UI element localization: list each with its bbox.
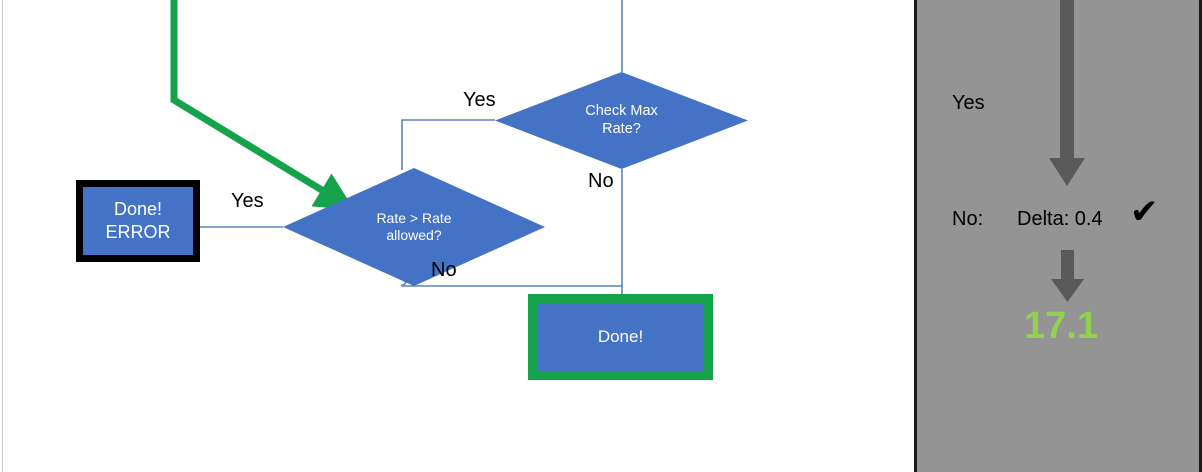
panel-branch-label-no: No: — [952, 208, 984, 230]
highlight-path-arrow — [170, 0, 355, 210]
connector-check-max-yes — [401, 119, 495, 170]
panel-arrow-long — [1049, 0, 1085, 186]
decision-rate-line1: Rate > Rate — [376, 209, 452, 226]
flowchart-area: Check Max Rate? Rate > Rate allowed? Don… — [2, 0, 748, 472]
decision-check-max-rate-line2: Rate? — [602, 120, 641, 137]
decision-check-max-rate-label: Check Max Rate? — [585, 103, 658, 138]
terminal-done-error[interactable]: Done! ERROR — [76, 180, 200, 262]
results-panel: Yes No: Delta: 0.4 ✔ 17.1 — [914, 0, 1202, 472]
check-mark-icon: ✔ — [1130, 193, 1159, 231]
decision-check-max-rate-line1: Check Max — [585, 102, 658, 119]
panel-arrows — [1049, 0, 1085, 302]
panel-delta-value: Delta: 0.4 — [1017, 208, 1103, 230]
terminal-done-error-line2: ERROR — [105, 222, 171, 242]
edge-label-rate-yes: Yes — [231, 190, 264, 212]
green-arrow-polyline — [170, 0, 355, 210]
edge-label-rate-no: No — [431, 259, 457, 281]
terminal-done-error-line1: Done! — [113, 198, 163, 219]
edge-label-check-max-yes: Yes — [463, 89, 496, 111]
decision-rate-greater-than-allowed-label: Rate > Rate allowed? — [376, 210, 451, 244]
panel-branch-label-yes: Yes — [952, 92, 985, 114]
terminal-done-success[interactable]: Done! — [528, 294, 713, 380]
canvas-left-rule — [2, 0, 3, 472]
connector-rate-no — [401, 284, 622, 287]
result-value: 17.1 — [1024, 305, 1098, 347]
panel-arrow-short — [1051, 250, 1084, 302]
terminal-done-success-label: Done! — [597, 327, 644, 347]
edge-label-check-max-no: No — [588, 170, 614, 192]
decision-rate-line2: allowed? — [386, 227, 442, 243]
